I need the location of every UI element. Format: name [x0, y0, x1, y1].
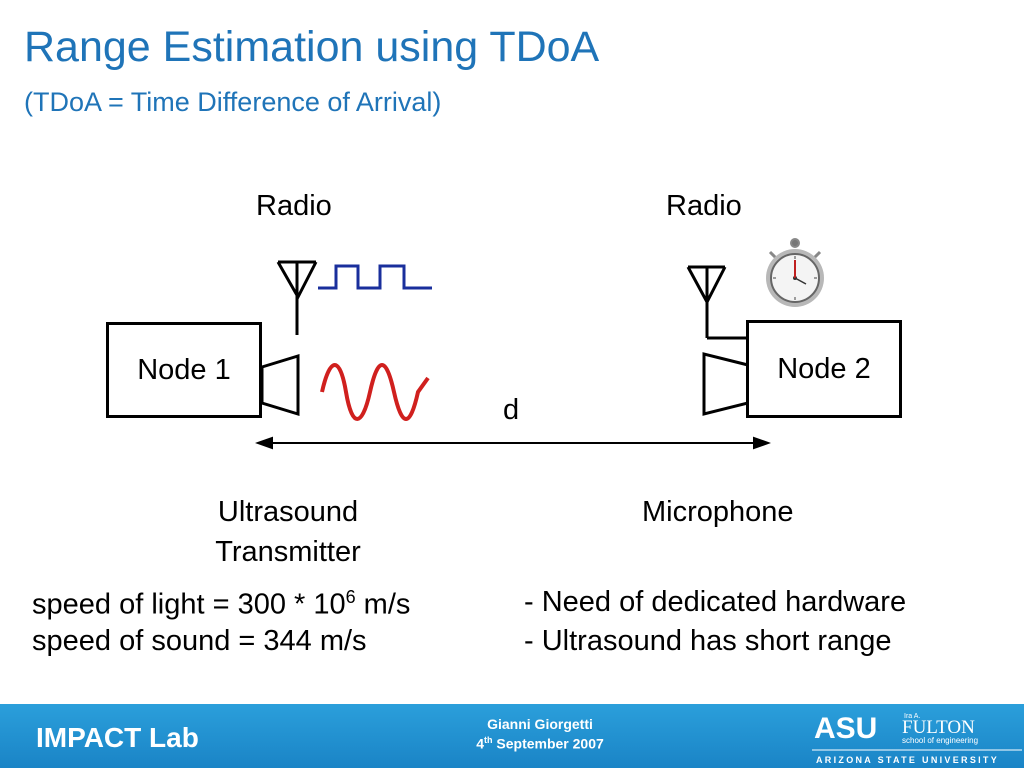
speaker-icon: [260, 353, 300, 417]
speed-of-light-text: speed of light = 300 * 10: [32, 588, 346, 621]
antenna-icon: [686, 265, 748, 340]
speed-of-light-unit: m/s: [355, 588, 411, 621]
logo-ira-text: Ira A.: [904, 713, 920, 720]
date-day: 4: [476, 735, 484, 752]
microphone-icon: [702, 352, 750, 416]
logo-fulton-text: FULTON: [902, 717, 975, 738]
node2-label: Node 2: [777, 352, 871, 385]
logo-asu-text: ASU: [814, 712, 877, 745]
stopwatch-icon: [766, 238, 824, 307]
author-name: Gianni Giorgetti: [487, 716, 593, 732]
sine-wave-icon: [320, 363, 430, 421]
node1-box: Node 1: [106, 322, 262, 418]
microphone-label: Microphone: [642, 496, 794, 528]
range-point: - Ultrasound has short range: [524, 625, 892, 657]
transmitter-label-line1: Ultrasound: [217, 496, 359, 528]
logo-school-text: school of engineering: [902, 736, 978, 745]
speed-of-light-exponent: 6: [345, 587, 356, 607]
slide-title: Range Estimation using TDoA: [24, 23, 600, 71]
footer-author-date: Gianni Giorgetti 4th September 2007: [440, 715, 640, 753]
distance-arrow: [255, 436, 771, 450]
radio-label-right: Radio: [666, 190, 742, 222]
logo-university-text: ARIZONA STATE UNIVERSITY: [816, 755, 999, 765]
date-suffix: th: [484, 734, 493, 745]
hardware-point: - Need of dedicated hardware: [524, 586, 907, 618]
transmitter-label-line2: Transmitter: [215, 536, 361, 568]
antenna-icon: [276, 260, 318, 335]
node2-box: Node 2: [746, 320, 902, 418]
node1-label: Node 1: [137, 353, 231, 386]
presentation-date: 4th September 2007: [440, 734, 640, 754]
asu-fulton-logo: ASU Ira A. FULTON school of engineering …: [812, 712, 1022, 765]
distance-label: d: [503, 394, 520, 426]
square-wave-icon: [318, 264, 432, 290]
lab-name: IMPACT Lab: [36, 722, 199, 753]
date-rest: September 2007: [492, 735, 604, 752]
speed-of-sound-note: speed of sound = 344 m/s: [32, 625, 367, 657]
speed-of-light-note: speed of light = 300 * 106 m/s: [32, 588, 410, 620]
footer-bar: [0, 704, 1024, 768]
radio-label-left: Radio: [256, 190, 332, 222]
slide-subtitle: (TDoA = Time Difference of Arrival): [24, 87, 442, 117]
